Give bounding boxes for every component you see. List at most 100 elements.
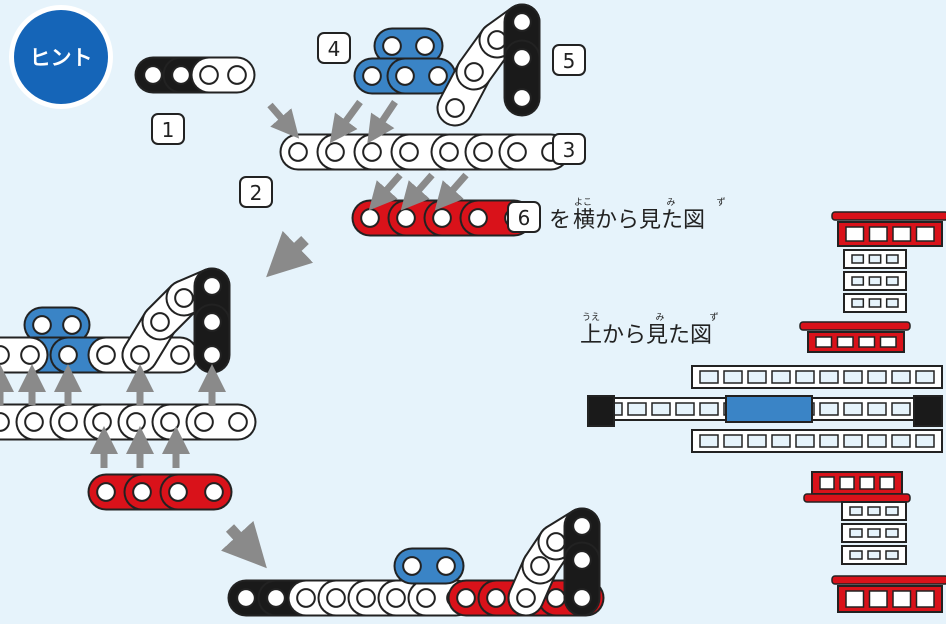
chain-pin <box>399 142 419 162</box>
final-white <box>287 579 475 617</box>
arrow <box>434 172 469 211</box>
chain-pin <box>200 66 218 84</box>
chain-pin <box>144 66 162 84</box>
hint-badge-text: ヒント <box>30 46 93 70</box>
chain-pin <box>416 37 434 55</box>
chain-pin <box>20 345 40 365</box>
step-label-3: 3 <box>552 133 586 165</box>
topview-red-bar <box>831 211 946 221</box>
svg-text:よこ: よこ <box>574 197 592 208</box>
svg-text:5: 5 <box>563 49 576 73</box>
chain-parts <box>0 3 605 617</box>
topview-red-plate <box>811 471 903 495</box>
topview-white-plate <box>843 293 907 313</box>
chain-pin <box>464 62 484 82</box>
chain-pin <box>547 589 565 607</box>
chain-pin <box>0 412 10 432</box>
side-caption-prefix: を <box>549 208 571 233</box>
arrow <box>267 102 300 139</box>
chain-pin <box>203 277 221 295</box>
topview-red-bar <box>831 575 946 585</box>
chain-pin <box>237 589 255 607</box>
part-1-chain <box>134 56 256 94</box>
topview-white-row <box>691 365 943 389</box>
chain-pin <box>573 517 591 535</box>
step-label-1: 1 <box>151 113 185 145</box>
topview-red-bar <box>803 493 911 503</box>
svg-text:み: み <box>666 197 675 208</box>
arrow <box>400 172 435 211</box>
chain-pin <box>58 412 78 432</box>
chain-pin <box>507 142 527 162</box>
chain-pin <box>513 89 531 107</box>
chain-pin <box>386 588 406 608</box>
part-4-chain-a <box>373 27 444 65</box>
step-label-4: 4 <box>317 32 351 64</box>
side-view-caption: を 横から見た図 よこ み ず <box>549 197 726 233</box>
chain-pin <box>433 209 451 227</box>
chain-pin <box>59 346 77 364</box>
topview-red-plate <box>837 221 943 247</box>
topview-red-plate <box>807 331 905 353</box>
mid-red-row <box>87 473 233 511</box>
part-6-chain <box>351 199 533 237</box>
chain-pin <box>396 67 414 85</box>
final-blue <box>393 547 465 585</box>
chain-pin <box>203 313 221 331</box>
chain-pin <box>325 142 345 162</box>
arrow <box>368 172 403 211</box>
topview-blue-block <box>725 395 813 423</box>
arrow <box>329 99 363 144</box>
chain-pin <box>227 65 247 85</box>
svg-text:4: 4 <box>328 37 341 61</box>
chain-pin <box>513 13 531 31</box>
topview-black-block <box>913 395 943 427</box>
chain-pin <box>487 589 505 607</box>
chain-pin <box>513 49 531 67</box>
top-caption-text: 上から見た図 <box>580 323 712 348</box>
chain-pin <box>487 30 507 50</box>
svg-text:ず: ず <box>716 197 725 208</box>
final-rise-white <box>507 507 601 617</box>
chain-pin <box>63 316 81 334</box>
arrow <box>220 520 267 569</box>
chain-pin <box>296 588 316 608</box>
chain-pin <box>172 66 190 84</box>
chain-pin <box>126 412 146 432</box>
part-2-chain <box>279 133 465 171</box>
chain-pin <box>403 557 421 575</box>
chain-pin <box>267 589 285 607</box>
chain-pin <box>429 67 447 85</box>
chain-pin <box>326 588 346 608</box>
chain-pin <box>0 345 10 365</box>
chain-pin <box>288 142 308 162</box>
chain-pin <box>150 312 170 332</box>
topview-white-row <box>691 429 943 453</box>
chain-pin <box>437 557 455 575</box>
chain-pin <box>439 142 459 162</box>
topview-white-plate <box>841 501 907 521</box>
chain-pin <box>96 345 116 365</box>
chain-pin <box>92 412 112 432</box>
chain-pin <box>130 345 150 365</box>
chain-pin <box>356 588 376 608</box>
chain-pin <box>469 209 487 227</box>
svg-text:み: み <box>655 312 664 323</box>
chain-pin <box>457 589 475 607</box>
svg-text:1: 1 <box>162 118 175 142</box>
chain-pin <box>363 67 381 85</box>
topview-red-bar <box>799 321 911 331</box>
topview-black-block <box>587 395 615 427</box>
chain-pin <box>530 556 550 576</box>
final-rise-black <box>563 507 601 617</box>
mid-lower-row <box>0 403 257 441</box>
part-3-chain <box>430 133 570 171</box>
top-view-diagram <box>587 211 946 613</box>
chain-pin <box>397 209 415 227</box>
chain-pin <box>228 412 248 432</box>
step-label-2: 2 <box>239 176 273 208</box>
hint-badge: ヒント <box>9 5 113 109</box>
chain-pin <box>361 209 379 227</box>
chain-pin <box>473 142 493 162</box>
